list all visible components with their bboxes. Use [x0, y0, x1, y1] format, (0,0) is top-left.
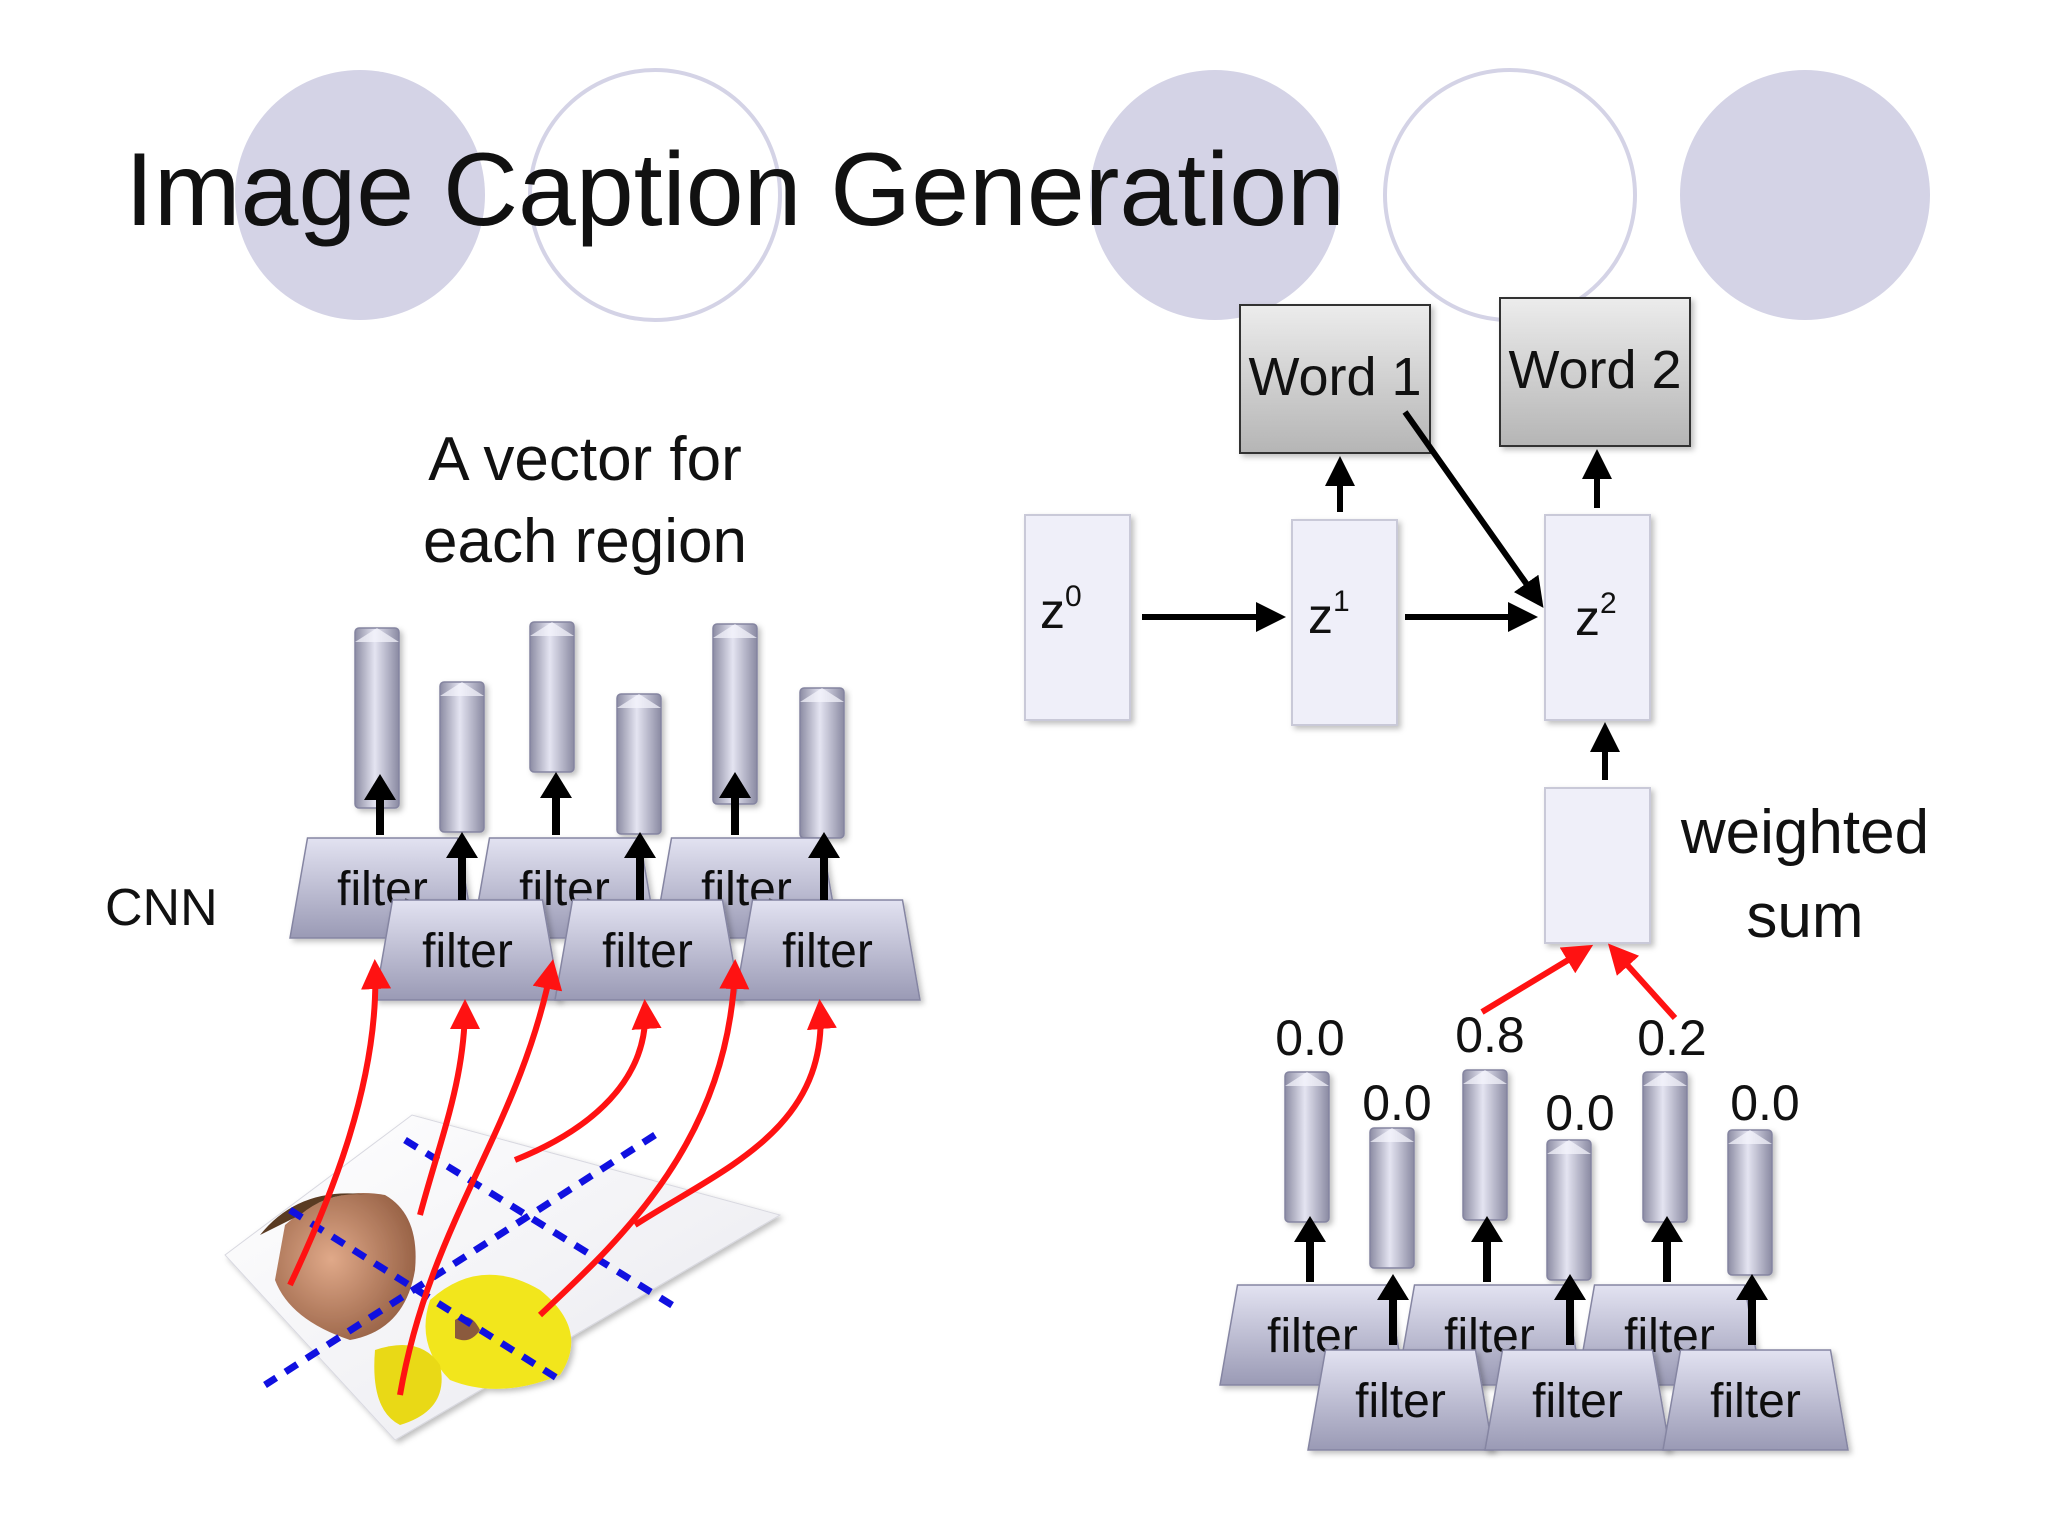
weight-value: 0.0	[1362, 1075, 1432, 1131]
up-arrow-head	[1377, 1274, 1409, 1300]
weight-value: 0.0	[1545, 1085, 1615, 1141]
decorative-circle	[1383, 68, 1637, 322]
feature-vector-bar	[529, 621, 575, 773]
filter-block: filter	[1307, 1349, 1494, 1451]
z0-box	[1024, 514, 1131, 721]
filter-label: filter	[782, 925, 873, 978]
decorative-circles	[235, 68, 1930, 322]
up-arrow-head	[1554, 1274, 1586, 1300]
filter-block: filter	[734, 899, 921, 1001]
feature-vector-bar	[354, 627, 400, 809]
decorative-circle	[235, 70, 485, 320]
input-image	[224, 1114, 782, 1441]
z0-label: z0	[1040, 580, 1082, 639]
filter-label: filter	[1532, 1375, 1623, 1428]
feature-vector-bar	[1284, 1071, 1330, 1223]
weighted-sum-box	[1544, 787, 1651, 944]
up-arrow-head	[540, 772, 572, 798]
left-filters-front: filter filter filter	[374, 899, 921, 1001]
region-arrows	[287, 959, 837, 1396]
up-arrow-head	[1651, 1216, 1683, 1242]
left-feature-vectors	[354, 621, 845, 839]
up-arrow-head	[1736, 1274, 1768, 1300]
right-filters-front: filter filter filter	[1307, 1349, 1849, 1451]
feature-vector-bar	[1462, 1069, 1508, 1221]
up-arrow-head	[1471, 1216, 1503, 1242]
up-arrow-head	[364, 774, 396, 800]
up-arrow-head	[446, 832, 478, 858]
filter-block: filter	[374, 899, 561, 1001]
filter-label: filter	[602, 925, 693, 978]
up-arrow-head	[1294, 1216, 1326, 1242]
weight-value: 0.8	[1455, 1007, 1525, 1063]
filter-label: filter	[1355, 1375, 1446, 1428]
attention-weights: 0.0 0.0 0.8 0.0 0.2 0.0	[1275, 1007, 1800, 1141]
feature-vector-bar	[1369, 1127, 1415, 1269]
feature-vector-bar	[439, 681, 485, 833]
page-title: Image Caption Generation	[125, 132, 1345, 248]
up-arrow-head	[624, 832, 656, 858]
z2-box	[1544, 514, 1651, 721]
feature-vector-bar	[1546, 1139, 1592, 1281]
z1-box	[1291, 519, 1398, 726]
up-arrow-head	[808, 832, 840, 858]
filter-block: filter	[1484, 1349, 1671, 1451]
decorative-circle	[528, 68, 782, 322]
weighted-sum-label-line2: sum	[1746, 882, 1863, 951]
decorative-circle	[1680, 70, 1930, 320]
weight-value: 0.2	[1637, 1010, 1707, 1066]
feature-vector-bar	[1642, 1071, 1688, 1223]
feature-vector-bar	[799, 687, 845, 839]
word-1-label: Word 1	[1248, 347, 1421, 407]
z1-label: z1	[1308, 585, 1350, 644]
weighted-sum-label-line1: weighted	[1680, 798, 1929, 867]
filter-label: filter	[1710, 1375, 1801, 1428]
z2-label: z2	[1575, 587, 1617, 646]
right-feature-vectors	[1284, 1069, 1773, 1281]
feature-vector-bar	[616, 693, 662, 835]
filter-label: filter	[422, 925, 513, 978]
left-up-arrows	[364, 772, 840, 900]
decorative-circle	[1090, 70, 1340, 320]
weight-value: 0.0	[1730, 1075, 1800, 1131]
filter-block: filter	[554, 899, 741, 1001]
weight-value: 0.0	[1275, 1010, 1345, 1066]
word-1-box	[1239, 304, 1431, 454]
feature-vector-bar	[1727, 1129, 1773, 1276]
filter-block: filter	[1662, 1349, 1849, 1451]
up-arrow-head	[719, 772, 751, 798]
word-2-box	[1499, 297, 1691, 447]
word-2-label: Word 2	[1508, 340, 1681, 400]
cnn-label: CNN	[105, 879, 218, 937]
right-up-arrows	[1294, 1216, 1768, 1345]
weight-arrows	[1480, 943, 1678, 1021]
vector-label-line2: each region	[423, 507, 747, 576]
state-arrows	[1142, 410, 1620, 780]
vector-label-line1: A vector for	[428, 425, 742, 494]
